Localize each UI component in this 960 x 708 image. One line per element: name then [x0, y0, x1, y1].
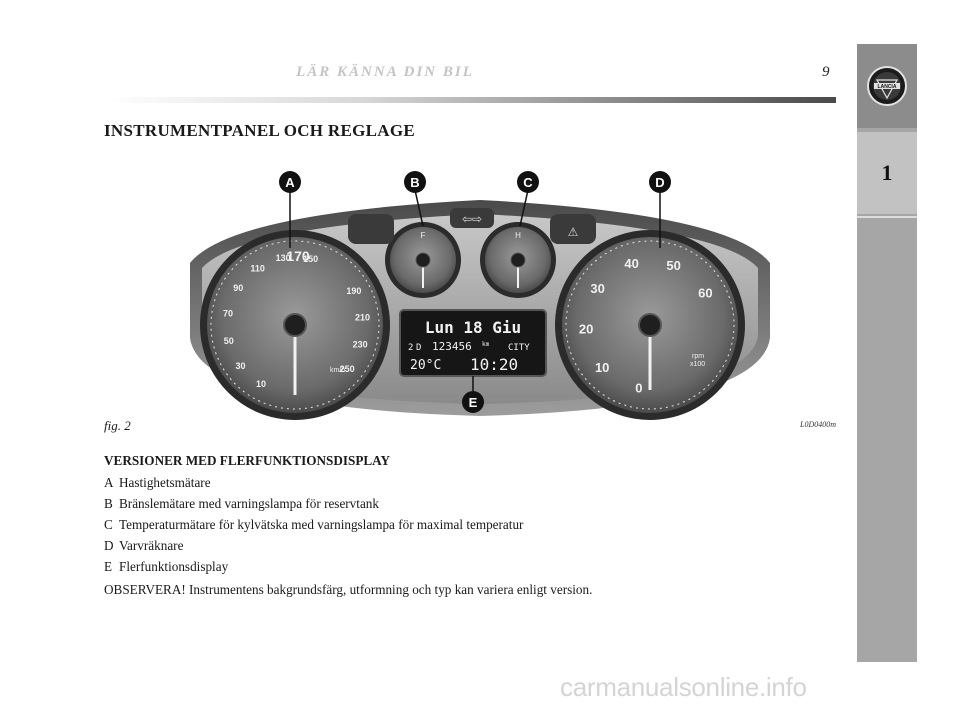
- display-odo-unit: km: [482, 341, 490, 348]
- legend-key: E: [104, 559, 113, 574]
- tacho-unit-rpm: rpm: [692, 353, 704, 360]
- legend-text: Varvräknare: [119, 538, 184, 553]
- display-temperature: 20°C: [410, 358, 441, 373]
- fuel-gauge: F: [385, 222, 461, 298]
- speed-tick-label-110: 110: [250, 263, 265, 273]
- legend-key: B: [104, 496, 113, 511]
- tacho-tick-label-50: 50: [666, 258, 680, 273]
- legend-key: C: [104, 517, 113, 532]
- speed-tick-label-50: 50: [224, 336, 234, 346]
- speed-tick-label-10: 10: [256, 379, 266, 389]
- running-header-title: LÄR KÄNNA DIN BIL: [296, 64, 474, 80]
- figure-code: L0D0400m: [800, 420, 837, 429]
- legend-item: C Temperaturmätare för kylvätska med varn…: [104, 514, 844, 535]
- speed-unit: km/h: [330, 367, 345, 374]
- lancia-logo-icon: LANCIA: [867, 66, 907, 106]
- speed-tick-label-150: 150: [303, 254, 318, 264]
- svg-text:A: A: [285, 175, 295, 190]
- speed-tick-label-130: 130: [276, 253, 291, 263]
- callout-a: A: [279, 171, 301, 248]
- section-heading: INSTRUMENTPANEL OCH REGLAGE: [104, 121, 415, 140]
- speed-tick-label-90: 90: [233, 283, 243, 293]
- tacho-unit-x100: x100: [690, 361, 705, 368]
- speed-tick-label-230: 230: [353, 340, 368, 350]
- display-date: Lun 18 Giu: [425, 318, 521, 337]
- callout-b: B: [404, 171, 426, 227]
- display-odometer: 123456: [432, 340, 472, 353]
- multifunction-display: Lun 18 Giu 2 D 123456 km CITY 20°C 10:20: [399, 309, 547, 377]
- speed-tick-label-250: 250: [340, 364, 355, 374]
- callout-e: E: [462, 376, 484, 413]
- legend-subtitle: VERSIONER MED FLERFUNKTIONSDISPLAY: [104, 453, 391, 468]
- speedometer: 10 30 50 70 90 110 130 150 190 210 230 250 170 km/h: [200, 230, 390, 420]
- chapter-tab-divider: [857, 216, 917, 218]
- svg-text:E: E: [469, 395, 478, 410]
- chapter-sidebar: LANCIA 1: [857, 44, 917, 662]
- top-warning-lights: ⇦⇨ ⚠: [348, 208, 596, 244]
- display-gear: 2: [408, 343, 413, 353]
- sidebar-logo-tab: LANCIA: [857, 44, 917, 128]
- warning-triangle-icon: ⚠: [568, 225, 579, 239]
- speed-top-label: 170: [286, 248, 310, 264]
- tachometer: 0 10 20 30 40 50 60 rpm x100: [555, 230, 745, 420]
- speed-tick-label-30: 30: [235, 361, 245, 371]
- svg-text:B: B: [410, 175, 419, 190]
- chapter-tab[interactable]: 1: [857, 132, 917, 214]
- tacho-tick-label-40: 40: [624, 256, 638, 271]
- legend-key: A: [104, 475, 114, 490]
- tacho-tick-label-30: 30: [590, 281, 604, 296]
- legend-text: Temperaturmätare för kylvätska med varni…: [119, 517, 524, 532]
- legend-text: Bränslemätare med varningslampa för rese…: [119, 496, 379, 511]
- legend: VERSIONER MED FLERFUNKTIONSDISPLAY A Hast…: [104, 450, 844, 600]
- temperature-gauge: H: [480, 222, 556, 298]
- turn-signal-icon: ⇦⇨: [462, 212, 482, 226]
- legend-item: B Bränslemätare med varningslampa för res…: [104, 493, 844, 514]
- tacho-tick-label-0: 0: [635, 381, 642, 396]
- tacho-tick-label-20: 20: [579, 321, 593, 336]
- svg-text:C: C: [523, 175, 533, 190]
- tacho-tick-label-10: 10: [595, 360, 609, 375]
- legend-note: OBSERVERA! Instrumentens bakgrundsfärg, …: [104, 582, 593, 597]
- temp-hot-label: H: [515, 231, 521, 240]
- tacho-tick-label-60: 60: [698, 286, 712, 301]
- legend-item: A Hastighetsmätare: [104, 472, 844, 493]
- watermark: carmanualsonline.info: [560, 672, 807, 702]
- page-number: 9: [822, 64, 830, 80]
- svg-text:D: D: [655, 175, 664, 190]
- display-mode: CITY: [508, 343, 530, 353]
- turn-signal-indicators: [450, 208, 494, 228]
- legend-text: Flerfunktionsdisplay: [119, 559, 229, 574]
- figure-caption: fig. 2: [104, 418, 131, 433]
- display-time: 10:20: [470, 355, 518, 374]
- svg-text:LANCIA: LANCIA: [878, 84, 897, 90]
- legend-item: E Flerfunktionsdisplay: [104, 556, 844, 577]
- speed-tick-label-190: 190: [346, 286, 361, 296]
- fuel-full-label: F: [421, 231, 426, 240]
- callout-d: D: [649, 171, 671, 248]
- display-gear-suffix: D: [416, 343, 421, 353]
- callout-c: C: [517, 171, 539, 227]
- legend-item: D Varvräknare: [104, 535, 844, 556]
- speed-tick-label-70: 70: [223, 308, 233, 318]
- legend-key: D: [104, 538, 114, 553]
- speed-tick-label-210: 210: [355, 312, 370, 322]
- header-rule: [104, 97, 836, 103]
- legend-text: Hastighetsmätare: [119, 475, 211, 490]
